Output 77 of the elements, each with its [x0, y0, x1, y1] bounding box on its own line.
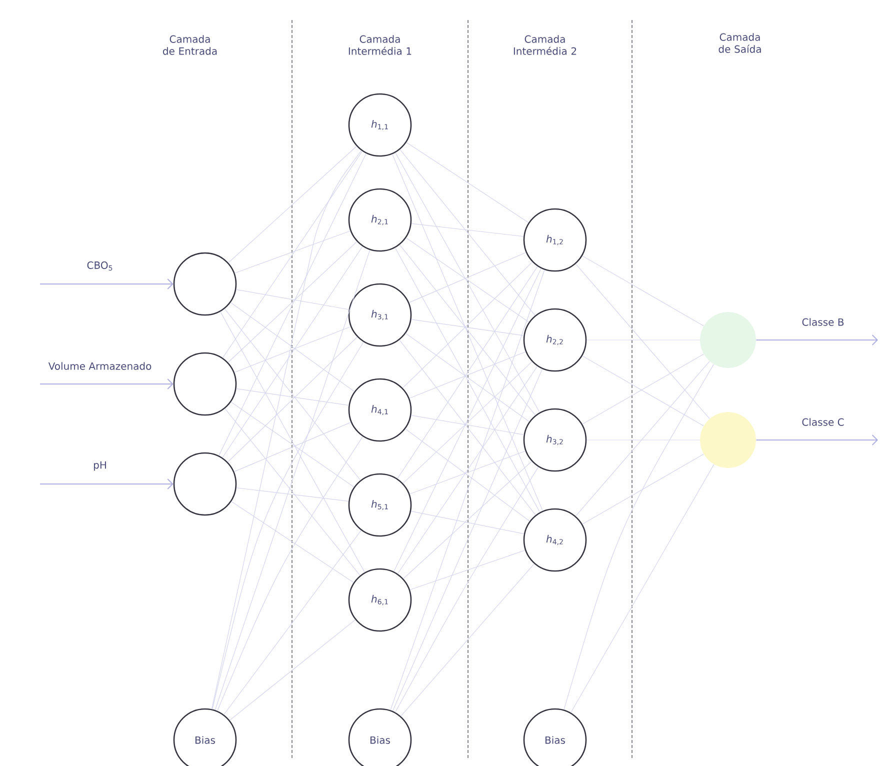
- connection-line: [411, 223, 524, 237]
- edge-label: pH: [94, 461, 106, 471]
- input-arrow: [40, 478, 174, 490]
- connection-line: [222, 150, 363, 358]
- neuron-circle: [173, 452, 237, 516]
- layer-heading: Camada Intermédia 2: [514, 35, 576, 55]
- edge-label: Classe B: [802, 318, 844, 326]
- connection-line: [228, 146, 357, 264]
- connection-line: [564, 364, 714, 710]
- layer-heading: Camada de Entrada: [163, 35, 217, 55]
- connection-line: [234, 422, 352, 472]
- connection-line: [409, 450, 526, 494]
- edge-label: Classe C: [802, 418, 844, 426]
- output-circle: [700, 412, 756, 468]
- connection-line: [410, 550, 526, 590]
- connection-line: [227, 336, 358, 462]
- connection-line: [222, 246, 363, 458]
- connection-line: [582, 454, 704, 524]
- connection-line: [575, 361, 710, 516]
- connection-line: [411, 319, 524, 336]
- output-arrow: [756, 434, 878, 446]
- connection-line: [217, 436, 364, 712]
- connection-line: [402, 361, 532, 484]
- connection-line: [234, 230, 351, 274]
- connection-line: [406, 142, 529, 223]
- connection-line: [392, 154, 543, 512]
- connection-line: [403, 461, 532, 579]
- connection-line: [394, 466, 539, 713]
- output-arrow: [756, 334, 878, 346]
- connection-line: [394, 247, 540, 513]
- connection-line: [582, 256, 704, 326]
- input-arrow: [40, 378, 174, 390]
- connection-line: [408, 252, 526, 303]
- connection-line: [399, 340, 536, 516]
- connection-line: [218, 153, 366, 456]
- connection-line: [212, 342, 364, 710]
- input-arrow: [40, 278, 174, 290]
- connection-line: [230, 402, 354, 488]
- connection-line: [400, 564, 534, 716]
- connection-line: [228, 241, 358, 363]
- connection-line: [236, 487, 349, 502]
- edge-label: CBO$_{5}$: [87, 261, 112, 271]
- connection-line: [402, 262, 533, 388]
- connection-line: [224, 408, 360, 576]
- neuron-circle: [173, 352, 237, 416]
- connection-line: [570, 464, 714, 713]
- connection-line: [231, 501, 354, 583]
- neuron-circle: [173, 252, 237, 316]
- layer-heading: Camada Intermédia 1: [348, 35, 412, 55]
- connection-line: [395, 152, 540, 413]
- connection-line: [394, 268, 542, 572]
- connection-line: [409, 351, 526, 399]
- connection-line: [406, 238, 530, 322]
- connection-line: [220, 311, 365, 573]
- connection-line: [392, 368, 543, 712]
- connection-line: [390, 270, 545, 710]
- connection-line: [397, 366, 538, 574]
- output-circle: [700, 312, 756, 368]
- edge-label: Volume Armazenado: [48, 362, 152, 370]
- connection-line: [230, 302, 355, 392]
- connection-line: [229, 619, 356, 721]
- connection-line: [236, 289, 350, 310]
- connection-line: [410, 415, 524, 435]
- connection-line: [211, 150, 362, 710]
- layer-heading: Camada de Saída: [718, 33, 761, 53]
- connection-line: [236, 388, 349, 406]
- connection-line: [405, 428, 530, 522]
- connection-line: [399, 244, 536, 416]
- connection-line: [234, 326, 351, 373]
- connection-line: [397, 266, 538, 479]
- connection-line: [410, 510, 524, 534]
- connection-line: [400, 149, 536, 316]
- connection-line: [224, 308, 361, 480]
- connection-line: [405, 333, 530, 422]
- connection-line: [224, 530, 362, 715]
- connection-line: [214, 250, 370, 710]
- connection-line: [575, 264, 710, 419]
